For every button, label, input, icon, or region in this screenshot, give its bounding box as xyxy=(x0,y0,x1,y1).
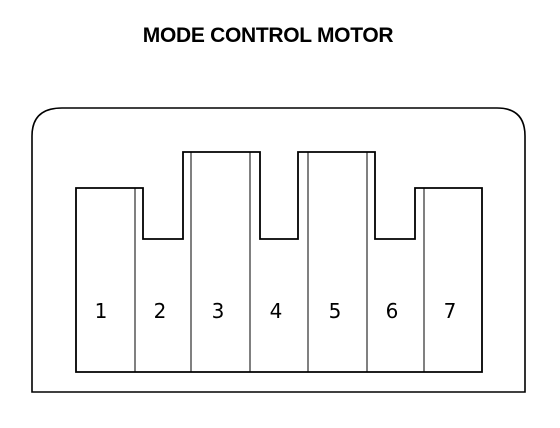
pin-3-label: 3 xyxy=(212,299,225,323)
pin-labels: 1 2 3 4 5 6 7 xyxy=(95,299,457,323)
terminal-cavity-outline xyxy=(75,151,483,373)
pin-7-label: 7 xyxy=(444,299,457,323)
pin-2-label: 2 xyxy=(154,299,167,323)
pin-4-label: 4 xyxy=(270,299,283,323)
pin-6-label: 6 xyxy=(386,299,399,323)
pin-1-label: 1 xyxy=(95,299,108,323)
connector-housing xyxy=(31,107,526,393)
pin-dividers xyxy=(134,152,425,372)
diagram-title: MODE CONTROL MOTOR xyxy=(142,24,394,47)
pin-5-label: 5 xyxy=(329,299,342,323)
